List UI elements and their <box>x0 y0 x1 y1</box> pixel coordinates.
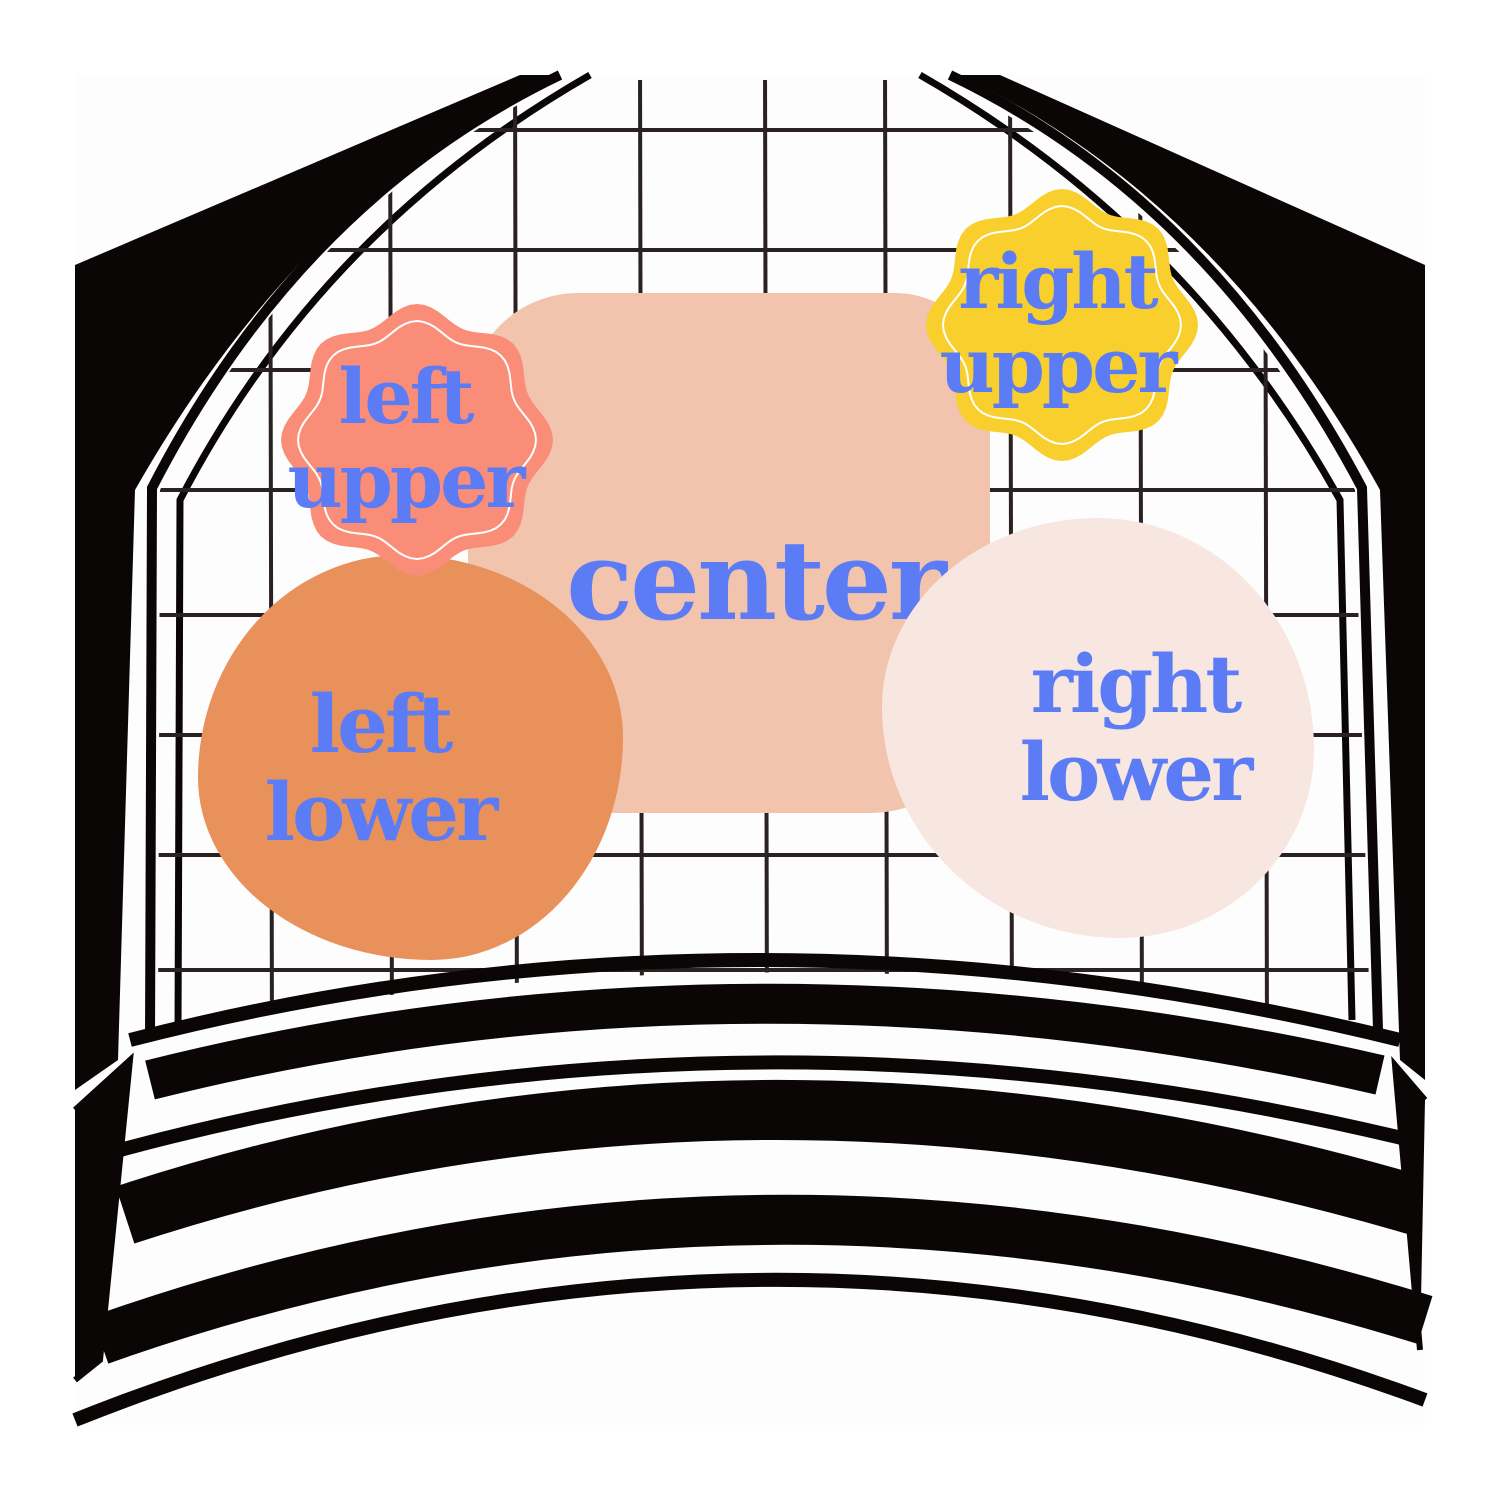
badge-inner-outline <box>941 204 1183 446</box>
left-upper-badge <box>281 304 553 576</box>
brim <box>72 953 1433 1427</box>
left-lower-placement-area <box>198 555 623 960</box>
left-lower-label: left lower <box>220 680 540 856</box>
badge-inner-outline <box>296 319 538 561</box>
right-lower-line2: lower <box>1019 725 1254 819</box>
right-upper-line1: right <box>958 237 1158 326</box>
center-label-line1: center <box>566 516 947 645</box>
right-upper-badge <box>926 189 1198 461</box>
right-lower-line1: right <box>1030 637 1243 731</box>
right-upper-line2: upper <box>939 320 1178 410</box>
left-lower-line2: lower <box>264 765 499 859</box>
right-lower-label: right lower <box>985 640 1285 816</box>
right-upper-label: right upper <box>912 240 1202 407</box>
right-side-panel <box>960 75 1425 1080</box>
badge-shape <box>281 304 553 576</box>
center-label: center <box>545 515 965 647</box>
left-upper-line2: upper <box>287 435 526 525</box>
badge-shape <box>926 189 1198 461</box>
left-upper-label: left upper <box>270 355 540 522</box>
front-panel-outline <box>145 70 1383 1041</box>
left-side-panel <box>75 75 550 1090</box>
left-lower-line1: left <box>309 677 454 771</box>
right-lower-placement-area <box>882 518 1314 938</box>
left-upper-line1: left <box>338 352 474 441</box>
